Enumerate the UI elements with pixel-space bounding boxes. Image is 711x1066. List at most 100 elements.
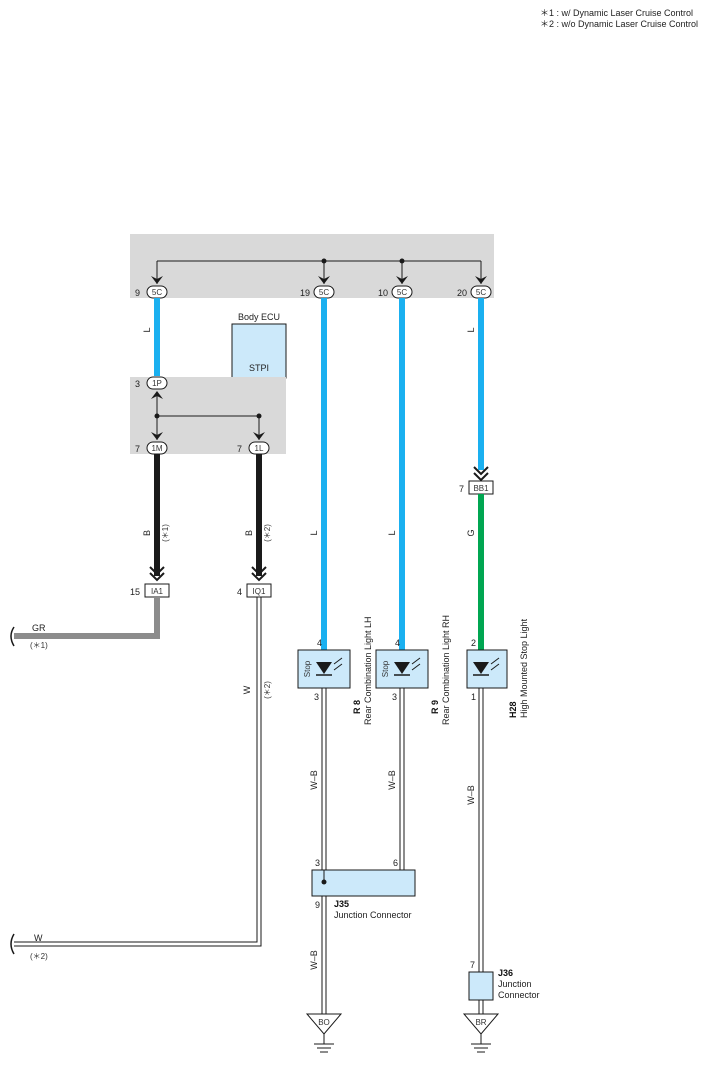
- r8-name: Rear Combination Light LH: [363, 616, 373, 725]
- svg-text:15: 15: [130, 587, 140, 597]
- svg-text:7: 7: [470, 960, 475, 970]
- svg-text:IQ1: IQ1: [253, 587, 266, 596]
- arrow-1l: [253, 432, 265, 440]
- top-junction-block: [130, 234, 494, 298]
- h28-code: H28: [508, 701, 518, 718]
- r9-code: R 9: [430, 700, 440, 714]
- wire-label-20: L: [466, 327, 476, 332]
- chevrons-ia1: [149, 566, 165, 582]
- svg-text:BR: BR: [475, 1018, 486, 1027]
- junction-j35: 3 6 9: [311, 858, 416, 910]
- svg-text:19: 19: [300, 288, 310, 298]
- svg-text:5C: 5C: [397, 288, 407, 297]
- svg-text:4: 4: [317, 638, 322, 648]
- svg-text:1L: 1L: [255, 444, 264, 453]
- connector-iq1: IQ1 4: [237, 583, 272, 598]
- svg-text:5C: 5C: [319, 288, 329, 297]
- component-r8: Stop 4 3: [297, 638, 351, 702]
- j36-code: J36: [498, 968, 513, 978]
- component-h28: 2 1: [466, 638, 508, 702]
- body-ecu-box: [231, 323, 287, 379]
- svg-text:6: 6: [393, 858, 398, 868]
- wire-note-b1: (＊1): [161, 524, 170, 542]
- wire-label-10: L: [387, 530, 397, 535]
- wire-wb-r8: [321, 688, 327, 870]
- svg-text:Stop: Stop: [381, 660, 390, 677]
- wire-label-w-left: W: [34, 933, 43, 943]
- svg-text:Stop: Stop: [303, 660, 312, 677]
- svg-text:10: 10: [378, 288, 388, 298]
- chevrons-bb1: [473, 466, 489, 482]
- wire-note-gr: (＊1): [30, 641, 48, 650]
- wire-note-b2: (＊2): [263, 524, 272, 542]
- wire-w-outer: [14, 597, 258, 943]
- connector-5c-20: 5C 20: [457, 285, 492, 299]
- chevrons-iq1: [251, 566, 267, 582]
- svg-text:4: 4: [395, 638, 400, 648]
- note-1: ＊1 : w/ Dynamic Laser Cruise Control: [540, 8, 693, 18]
- ground-bo: BO: [305, 1013, 343, 1053]
- svg-text:9: 9: [135, 288, 140, 298]
- svg-text:7: 7: [459, 484, 464, 494]
- wire-label-gr: GR: [32, 623, 46, 633]
- wire-wb-h28: [478, 688, 484, 972]
- j35-name: Junction Connector: [334, 910, 412, 920]
- connector-ia1: IA1 15: [130, 583, 170, 598]
- svg-text:IA1: IA1: [151, 587, 164, 596]
- svg-text:3: 3: [392, 692, 397, 702]
- svg-text:1P: 1P: [152, 379, 162, 388]
- svg-text:9: 9: [315, 900, 320, 910]
- wire-w-inner: [14, 597, 262, 947]
- body-ecu-terminal: STPI: [249, 363, 269, 373]
- svg-text:4: 4: [237, 587, 242, 597]
- wire-wb-j35: [321, 896, 327, 1014]
- svg-text:5C: 5C: [476, 288, 486, 297]
- svg-text:7: 7: [237, 444, 242, 454]
- ground-br: BR: [462, 1013, 500, 1053]
- wire-label-g: G: [466, 529, 476, 536]
- connector-bb1: BB1 7: [459, 480, 494, 495]
- r9-name: Rear Combination Light RH: [441, 615, 451, 725]
- splice-dot: [154, 413, 160, 419]
- connector-5c-19: 5C 19: [300, 285, 335, 299]
- connector-1m: 1M 7: [135, 441, 168, 455]
- h28-name: High Mounted Stop Light: [519, 618, 529, 718]
- connector-1l: 1L 7: [237, 441, 270, 455]
- connector-5c-10: 5C 10: [378, 285, 413, 299]
- svg-text:3: 3: [314, 692, 319, 702]
- wire-label-b1: B: [142, 530, 152, 536]
- svg-text:7: 7: [135, 444, 140, 454]
- svg-text:BO: BO: [318, 1018, 330, 1027]
- wire-break-gr: [10, 626, 15, 647]
- svg-text:1M: 1M: [151, 444, 162, 453]
- wire-label-r8: W–B: [309, 770, 319, 790]
- j36-name1: Junction: [498, 979, 532, 989]
- wire-label-9: L: [142, 327, 152, 332]
- connector-5c-9: 5C 9: [135, 285, 168, 299]
- wire-label-b2: B: [244, 530, 254, 536]
- wire-note-w: (＊2): [263, 681, 272, 699]
- j36-name2: Connector: [498, 990, 540, 1000]
- svg-text:3: 3: [135, 379, 140, 389]
- svg-text:1: 1: [471, 692, 476, 702]
- r8-code: R 8: [352, 700, 362, 714]
- svg-text:20: 20: [457, 288, 467, 298]
- wire-note-w-left: (＊2): [30, 952, 48, 961]
- connector-1p: 1P 3: [135, 376, 168, 390]
- note-2: ＊2 : w/o Dynamic Laser Cruise Control: [540, 19, 698, 29]
- wire-label-w: W: [242, 685, 252, 694]
- wire-break-w: [10, 933, 15, 955]
- body-ecu-title: Body ECU: [238, 312, 280, 322]
- svg-text:BB1: BB1: [473, 484, 489, 493]
- wire-j36-ground: [478, 1000, 484, 1014]
- wire-label-r9: W–B: [387, 770, 397, 790]
- svg-text:5C: 5C: [152, 288, 162, 297]
- svg-text:3: 3: [315, 858, 320, 868]
- wire-gr: [14, 597, 160, 639]
- component-r9: Stop 4 3: [375, 638, 429, 702]
- j35-code: J35: [334, 899, 349, 909]
- top-arrows: [151, 276, 487, 284]
- junction-j36: 7: [468, 960, 494, 1001]
- arrow-1m: [151, 432, 163, 440]
